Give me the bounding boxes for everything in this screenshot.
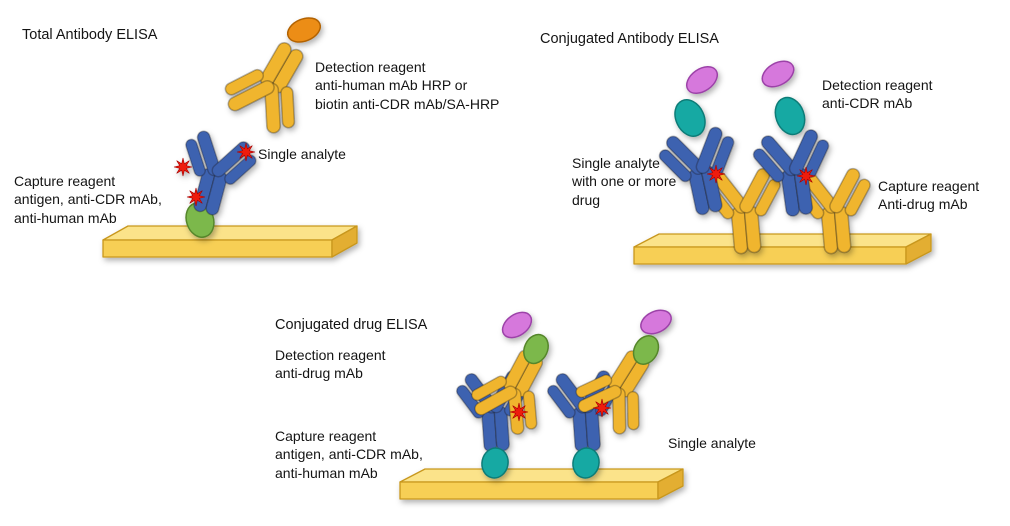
conjugated-antibody-detection-reagent-label: Detection reagent anti-CDR mAb — [822, 77, 933, 112]
green-oval-detection-label — [632, 335, 660, 365]
conjugated-antibody-capture-reagent-label: Capture reagent Anti-drug mAb — [878, 178, 980, 213]
plate-top-face — [399, 468, 684, 483]
panel-title-conjugated-drug: Conjugated drug ELISA — [275, 317, 428, 333]
magenta-oval-detection-label — [640, 309, 672, 335]
microplate-2 — [633, 233, 932, 265]
panel-title-total-antibody: Total Antibody ELISA — [22, 27, 158, 43]
red-star-drug-icon — [796, 166, 816, 186]
panel-conjugated-antibody-elisa — [633, 60, 932, 265]
panel-title-conjugated-antibody: Conjugated Antibody ELISA — [540, 31, 719, 47]
plate-top-face — [102, 225, 358, 241]
plate-front-face — [633, 246, 907, 265]
plate-front-face — [399, 481, 659, 500]
red-star-drug-icon — [173, 157, 193, 177]
teal-oval-capture-label — [572, 447, 600, 479]
immune-complex-conjugated-drug-left — [450, 311, 570, 479]
immune-complex-conjugated-antibody-right — [745, 60, 881, 258]
total-detection-reagent-label: Detection reagent anti-human mAb HRP or … — [315, 59, 500, 112]
teal-oval-detection-label — [674, 99, 706, 137]
plate-side-face — [331, 225, 358, 258]
plate-top-face — [633, 233, 932, 248]
microplate-3 — [399, 468, 684, 500]
conjugated-drug-detection-reagent-label: Detection reagent anti-drug mAb — [275, 347, 386, 382]
immune-complex-total — [165, 17, 333, 238]
blue-antibody-analyte — [165, 123, 266, 225]
red-star-drug-icon — [186, 187, 206, 207]
orange-oval-hrp-label — [286, 17, 322, 43]
red-star-drug-icon — [592, 398, 612, 418]
red-star-drug-icon — [706, 164, 726, 184]
conjugated-drug-single-analyte-label: Single analyte — [668, 435, 756, 451]
magenta-oval-detection-label — [761, 60, 795, 88]
magenta-oval-detection-label — [685, 65, 719, 95]
plate-front-face — [102, 239, 333, 258]
teal-oval-detection-label — [774, 96, 806, 136]
yellow-antibody-detection — [211, 24, 333, 146]
red-star-drug-icon — [236, 142, 256, 162]
total-single-analyte-label: Single analyte — [258, 146, 346, 162]
plate-side-face — [905, 233, 932, 265]
conjugated-drug-capture-reagent-label: Capture reagent antigen, anti-CDR mAb, a… — [275, 428, 423, 481]
total-capture-reagent-label: Capture reagent antigen, anti-CDR mAb, a… — [14, 173, 162, 226]
conjugated-antibody-single-analyte-label: Single analyte with one or more drug — [572, 155, 677, 208]
microplate-1 — [102, 225, 358, 258]
magenta-oval-detection-label — [501, 311, 533, 339]
immune-complex-conjugated-drug-right — [541, 309, 676, 479]
plate-side-face — [657, 468, 684, 500]
teal-oval-capture-label — [481, 447, 509, 479]
panel-total-antibody-elisa — [102, 17, 358, 258]
immune-complex-conjugated-antibody-left — [650, 65, 791, 258]
red-star-drug-icon — [509, 402, 529, 422]
panel-conjugated-drug-elisa — [399, 309, 684, 500]
green-oval-detection-label — [523, 333, 549, 365]
